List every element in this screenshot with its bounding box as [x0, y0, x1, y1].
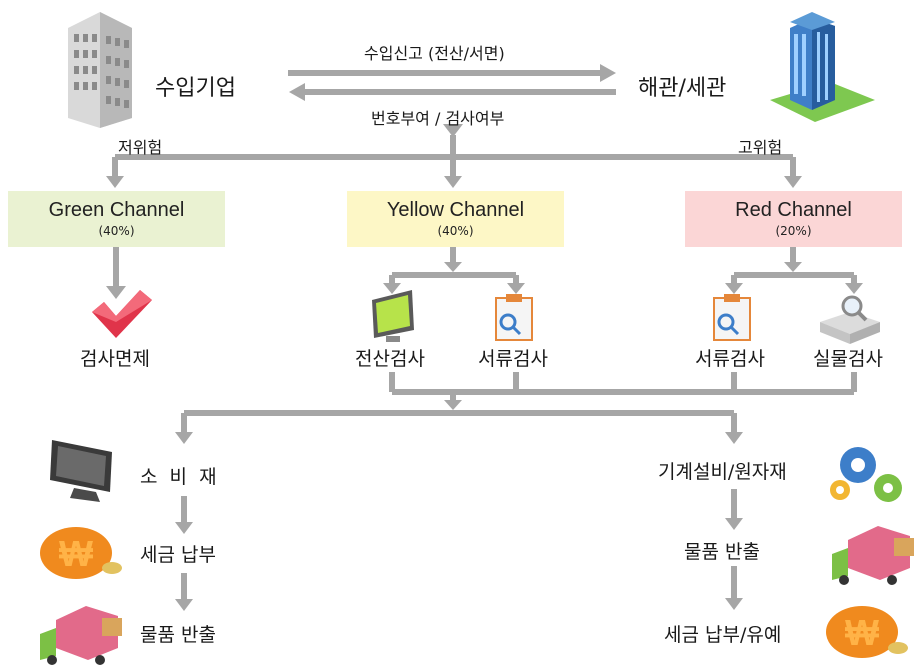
goods-release-label: 물품 반출: [140, 624, 216, 646]
monitor-icon: [372, 290, 414, 342]
gears-icon: [830, 447, 902, 502]
electronic-inspection-label: 전산검사: [355, 348, 425, 370]
tv-monitor-icon: [50, 440, 112, 502]
won-currency-icon: ₩: [40, 527, 122, 579]
customs-label: 해관/세관: [638, 76, 727, 101]
machinery-label: 기계설비/원자재: [658, 461, 787, 483]
delivery-truck-icon: [832, 526, 914, 585]
tax-payment-label: 세금 납부: [140, 544, 216, 566]
yellow-channel: Yellow Channel (40%): [347, 191, 564, 238]
document-magnifier-icon: [495, 294, 533, 341]
green-channel-name: Green Channel: [48, 199, 185, 221]
yellow-channel-name: Yellow Channel: [386, 199, 525, 221]
exempt-label: 검사면제: [80, 348, 150, 370]
goods-release-label-right: 물품 반출: [684, 541, 760, 563]
high-risk-label: 고위험: [738, 138, 783, 157]
office-building-icon: [68, 12, 132, 128]
yellow-channel-box: [347, 191, 564, 247]
importer-label: 수입기업: [155, 76, 236, 101]
customs-building-icon: [770, 12, 875, 122]
consumer-goods-label: 소 비 재: [140, 466, 217, 488]
declaration-label: 수입신고 (전산/서면): [364, 44, 505, 63]
physical-inspection-label: 실물검사: [813, 348, 883, 370]
green-channel-box: [8, 191, 225, 247]
response-label: 번호부여 / 검사여부: [371, 109, 505, 128]
box-magnifier-icon: [820, 295, 880, 344]
checkmark-icon: [92, 290, 152, 338]
document-inspection-label: 서류검사: [478, 348, 548, 370]
svg-text:₩: ₩: [59, 533, 93, 574]
green-channel: Green Channel (40%): [8, 191, 225, 238]
low-risk-label: 저위험: [118, 138, 163, 157]
won-currency-icon: ₩: [826, 606, 908, 658]
green-channel-pct: (40%): [98, 224, 135, 238]
red-channel-pct: (20%): [775, 224, 812, 238]
delivery-truck-icon: [40, 606, 122, 665]
svg-text:₩: ₩: [845, 612, 879, 653]
yellow-channel-pct: (40%): [437, 224, 474, 238]
document-inspection-label-red: 서류검사: [695, 348, 765, 370]
document-magnifier-icon: [713, 294, 751, 341]
red-channel-name: Red Channel: [735, 199, 852, 221]
tax-payment-deferral-label: 세금 납부/유예: [664, 624, 782, 646]
red-channel: Red Channel (20%): [685, 191, 902, 238]
red-channel-box: [685, 191, 902, 247]
